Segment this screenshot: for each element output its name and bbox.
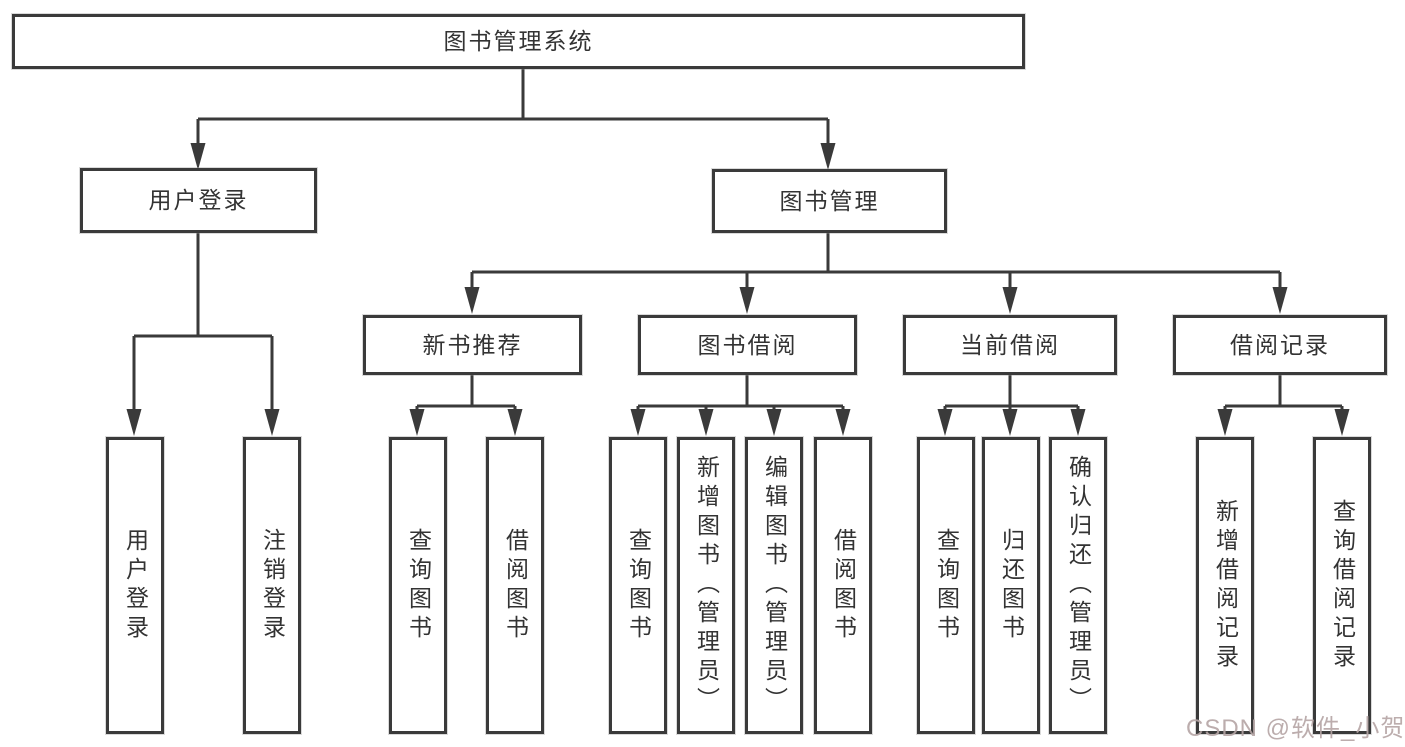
node-borrow-record-label: 借阅记录	[1230, 331, 1330, 358]
leaf-logout-label: 注销登录	[259, 527, 286, 644]
node-user-login: 用户登录	[80, 168, 317, 233]
arrow-down-icon	[1217, 409, 1233, 436]
arrow-down-icon	[409, 409, 425, 436]
leaf-recommend-query-books-label: 查询图书	[405, 527, 432, 644]
arrow-down-icon	[1002, 287, 1018, 314]
node-user-login-label: 用户登录	[148, 187, 249, 213]
leaf-recommend-borrow-books-label: 借阅图书	[502, 527, 529, 644]
arrow-down-icon	[835, 409, 851, 436]
arrow-down-icon	[264, 409, 280, 436]
arrow-down-icon	[464, 287, 480, 314]
node-new-book-recommend-label: 新书推荐	[422, 331, 523, 358]
arrow-down-icon	[766, 409, 782, 436]
arrow-down-icon	[1070, 409, 1086, 436]
leaf-borrow-query-books: 查询图书	[609, 437, 667, 734]
node-root: 图书管理系统	[12, 14, 1025, 69]
leaf-confirm-return-admin-label: 确认归还（管理员）	[1065, 455, 1092, 716]
leaf-edit-books-admin-label: 编辑图书（管理员）	[761, 455, 788, 716]
arrow-down-icon	[190, 143, 206, 170]
arrow-down-icon	[507, 409, 523, 436]
leaf-user-login-label: 用户登录	[122, 527, 149, 644]
node-borrow-record: 借阅记录	[1173, 315, 1387, 375]
arrow-down-icon	[937, 409, 953, 436]
leaf-add-books-admin: 新增图书（管理员）	[677, 437, 735, 734]
leaf-recommend-borrow-books: 借阅图书	[486, 437, 544, 734]
node-current-borrow: 当前借阅	[903, 315, 1117, 375]
node-current-borrow-label: 当前借阅	[960, 331, 1060, 358]
leaf-return-books-label: 归还图书	[998, 527, 1025, 644]
node-root-label: 图书管理系统	[443, 28, 594, 54]
node-book-borrow-label: 图书借阅	[697, 331, 798, 358]
node-book-management-label: 图书管理	[779, 187, 880, 214]
arrow-down-icon	[1334, 409, 1350, 436]
node-new-book-recommend: 新书推荐	[363, 315, 582, 375]
leaf-borrow-query-books-label: 查询图书	[625, 527, 652, 644]
leaf-return-books: 归还图书	[982, 437, 1040, 734]
leaf-add-books-admin-label: 新增图书（管理员）	[693, 455, 720, 716]
leaf-borrow-books-label: 借阅图书	[830, 527, 857, 644]
leaf-query-borrow-record-label: 查询借阅记录	[1329, 498, 1356, 673]
leaf-current-query-books-label: 查询图书	[933, 527, 960, 644]
node-book-management: 图书管理	[712, 169, 947, 233]
leaf-add-borrow-record-label: 新增借阅记录	[1212, 498, 1239, 673]
leaf-user-login: 用户登录	[106, 437, 164, 734]
csdn-watermark: CSDN @软件_小贺同学	[1186, 715, 1405, 742]
arrow-down-icon	[126, 409, 142, 436]
arrow-down-icon	[739, 287, 755, 314]
leaf-recommend-query-books: 查询图书	[389, 437, 447, 734]
arrow-down-icon	[820, 143, 836, 170]
node-book-borrow: 图书借阅	[638, 315, 857, 375]
leaf-current-query-books: 查询图书	[917, 437, 975, 734]
leaf-logout: 注销登录	[243, 437, 301, 734]
leaf-edit-books-admin: 编辑图书（管理员）	[745, 437, 803, 734]
leaf-confirm-return-admin: 确认归还（管理员）	[1049, 437, 1107, 734]
arrow-down-icon	[1272, 287, 1288, 314]
leaf-add-borrow-record: 新增借阅记录	[1196, 437, 1254, 734]
arrow-down-icon	[698, 409, 714, 436]
leaf-query-borrow-record: 查询借阅记录	[1313, 437, 1371, 734]
leaf-borrow-books: 借阅图书	[814, 437, 872, 734]
arrow-down-icon	[630, 409, 646, 436]
arrow-down-icon	[1002, 409, 1018, 436]
